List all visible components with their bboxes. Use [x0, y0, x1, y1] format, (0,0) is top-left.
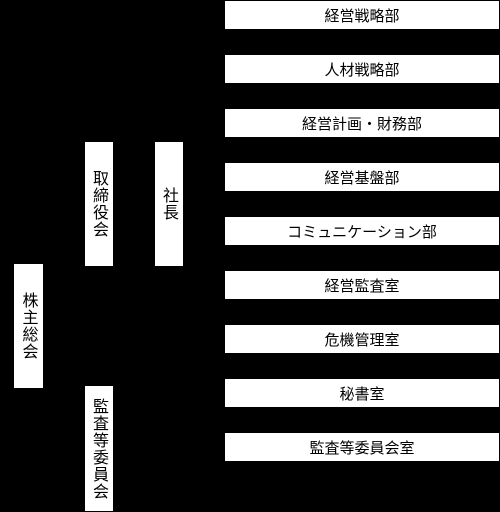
department-box: 危機管理室 [224, 324, 500, 354]
department-box: 経営基盤部 [224, 162, 500, 192]
department-box: コミュニケーション部 [224, 216, 500, 246]
president-node: 社長 [154, 141, 184, 267]
department-box: 秘書室 [224, 378, 500, 408]
department-box: 経営計画・財務部 [224, 108, 500, 138]
audit-committee-node: 監査等委員会 [84, 385, 114, 512]
department-box: 人材戦略部 [224, 54, 500, 84]
board-of-directors-node: 取締役会 [84, 141, 114, 267]
department-box: 経営監査室 [224, 270, 500, 300]
department-box: 経営戦略部 [224, 0, 500, 30]
department-box: 監査等委員会室 [224, 432, 500, 462]
shareholders-meeting-node: 株主総会 [13, 263, 44, 389]
